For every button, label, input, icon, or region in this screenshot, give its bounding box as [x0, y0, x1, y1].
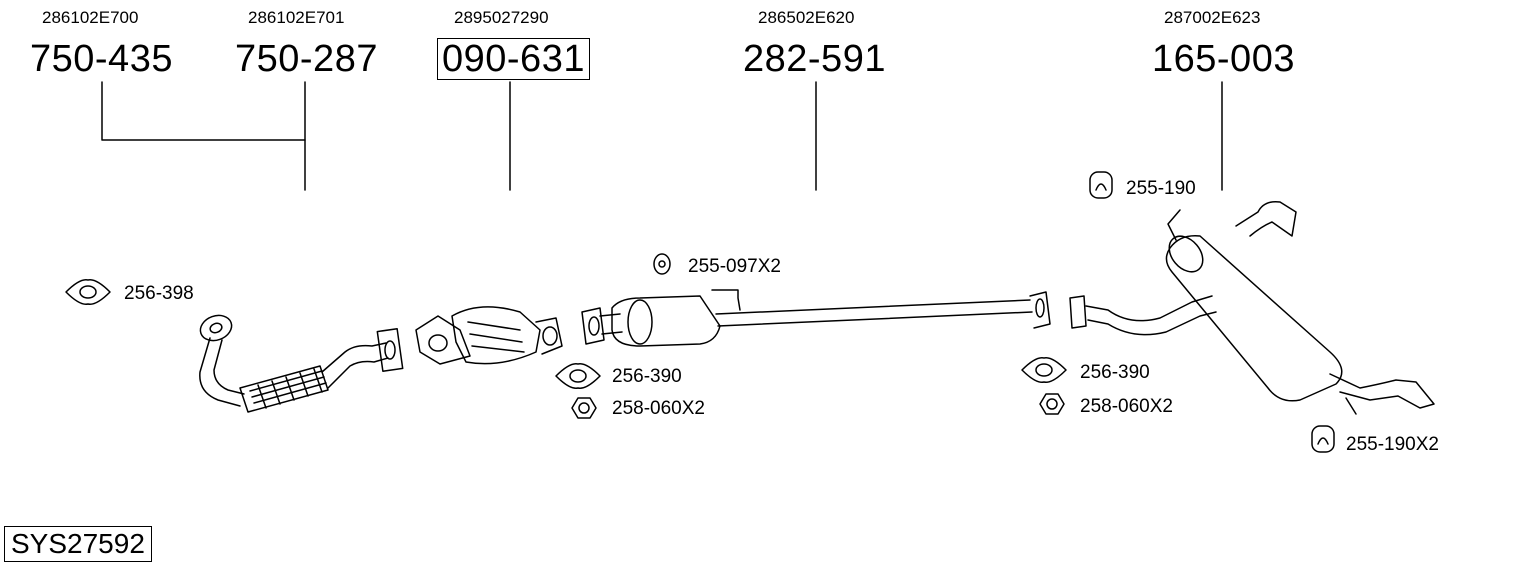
accessory-label[interactable]: 255-097X2	[688, 256, 781, 277]
part-number-highlighted[interactable]: 090-631	[437, 38, 590, 80]
oem-number: 286102E701	[248, 8, 345, 27]
accessory-label[interactable]: 256-390	[612, 366, 682, 387]
rubber-hanger-icon	[653, 253, 671, 275]
front-pipe	[199, 314, 404, 407]
centre-pipe	[581, 289, 1051, 347]
oem-number: 286502E620	[758, 8, 855, 27]
accessory-label[interactable]: 256-390	[1080, 362, 1150, 383]
leader-lines	[101, 81, 1223, 191]
accessory-label[interactable]: 255-190	[1126, 178, 1196, 199]
accessory-label[interactable]: 256-398	[124, 283, 194, 304]
oem-number: 287002E623	[1164, 8, 1261, 27]
system-code: SYS27592	[4, 526, 152, 562]
accessory-label[interactable]: 258-060X2	[1080, 396, 1173, 417]
part-number[interactable]: 750-435	[30, 38, 173, 80]
rear-box	[1069, 200, 1435, 415]
accessory-label[interactable]: 258-060X2	[612, 398, 705, 419]
rubber-hanger-icon	[1311, 425, 1335, 453]
gasket-icon	[555, 363, 601, 389]
part-number[interactable]: 750-287	[235, 38, 378, 80]
oem-number: 286102E700	[42, 8, 139, 27]
flex-pipe	[239, 365, 329, 413]
hex-nut-icon	[571, 397, 597, 419]
accessory-label[interactable]: 255-190X2	[1346, 434, 1439, 455]
hex-nut-icon	[1039, 393, 1065, 415]
catalytic-converter	[415, 306, 563, 365]
oem-number: 2895027290	[454, 8, 549, 27]
gasket-icon	[65, 279, 111, 305]
rubber-hanger-icon	[1089, 171, 1113, 199]
part-number[interactable]: 165-003	[1152, 38, 1295, 80]
gasket-icon	[1021, 357, 1067, 383]
part-number[interactable]: 282-591	[743, 38, 886, 80]
